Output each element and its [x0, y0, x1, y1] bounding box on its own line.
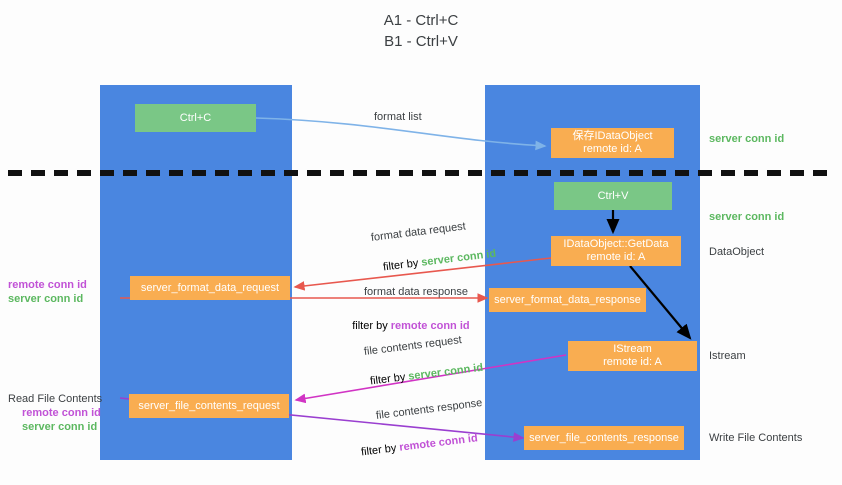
filter-by-text: filter by	[369, 370, 410, 388]
node-server-file-contents-request[interactable]: server_file_contents_request	[129, 394, 289, 418]
edge-filter-file-contents-response: filter by remote conn id	[346, 417, 480, 474]
annotation-server-conn-id: server conn id	[8, 293, 84, 305]
node-server-file-contents-request-label: server_file_contents_request	[138, 399, 280, 412]
remote-conn-id-text: remote conn id	[390, 320, 470, 332]
node-save-idataobject[interactable]: 保存IDataObject remote id: A	[551, 128, 674, 158]
annotation-read-file-contents-title: Read File Contents	[8, 393, 103, 405]
filter-by-text: filter by	[352, 320, 391, 332]
node-server-file-contents-response-label: server_file_contents_response	[529, 431, 679, 444]
node-server-format-data-request-label: server_format_data_request	[140, 281, 280, 294]
annotation-remote-conn-id: remote conn id	[8, 279, 87, 291]
node-idataobject-getdata-sub: remote id: A	[586, 251, 646, 263]
annotation-remote-conn-id: remote conn id	[22, 407, 101, 419]
node-server-format-data-response-label: server_format_data_response	[494, 293, 641, 306]
annotation-write-file-contents: Write File Contents	[709, 432, 803, 444]
node-ctrl-c-label: Ctrl+C	[179, 111, 212, 124]
node-istream-label: IStream	[613, 343, 652, 355]
node-ctrl-v[interactable]: Ctrl+V	[554, 182, 672, 210]
server-conn-id-text: server conn id	[420, 247, 497, 269]
node-server-format-data-response[interactable]: server_format_data_response	[489, 288, 646, 312]
remote-conn-id-text: remote conn id	[398, 432, 479, 454]
annotation-dataobject: DataObject	[709, 246, 765, 258]
edge-label-format-list: format list	[374, 111, 422, 123]
annotation-server-conn-id: server conn id	[22, 421, 98, 433]
node-idataobject-getdata-label: IDataObject::GetData	[563, 238, 669, 250]
node-idataobject-getdata[interactable]: IDataObject::GetData remote id: A	[551, 236, 681, 266]
node-istream-sub: remote id: A	[603, 356, 662, 368]
annotation-conn-ids-format: remote conn id server conn id	[8, 278, 87, 306]
filter-by-text: filter by	[360, 441, 401, 459]
edge-filter-format-data-response: filter by remote conn id	[340, 305, 470, 347]
node-ctrl-v-label: Ctrl+V	[597, 189, 629, 202]
node-save-idataobject-sub: remote id: A	[583, 143, 642, 155]
node-istream[interactable]: IStream remote id: A	[568, 341, 697, 371]
node-server-format-data-request[interactable]: server_format_data_request	[130, 276, 290, 300]
annotation-istream: Istream	[709, 350, 746, 362]
node-ctrl-c[interactable]: Ctrl+C	[135, 104, 256, 132]
filter-by-text: filter by	[382, 256, 423, 274]
node-server-file-contents-response[interactable]: server_file_contents_response	[524, 426, 684, 450]
edge-label-format-data-response: format data response	[364, 286, 468, 298]
server-conn-id-text: server conn id	[407, 361, 484, 383]
annotation-server-conn-id-ctrlv: server conn id	[709, 211, 785, 223]
page-title: A1 - Ctrl+C B1 - Ctrl+V	[383, 12, 459, 50]
node-save-idataobject-label: 保存IDataObject	[572, 130, 653, 142]
annotation-server-conn-id-top: server conn id	[709, 133, 785, 145]
annotation-read-file-contents: Read File Contents remote conn id server…	[8, 392, 102, 434]
